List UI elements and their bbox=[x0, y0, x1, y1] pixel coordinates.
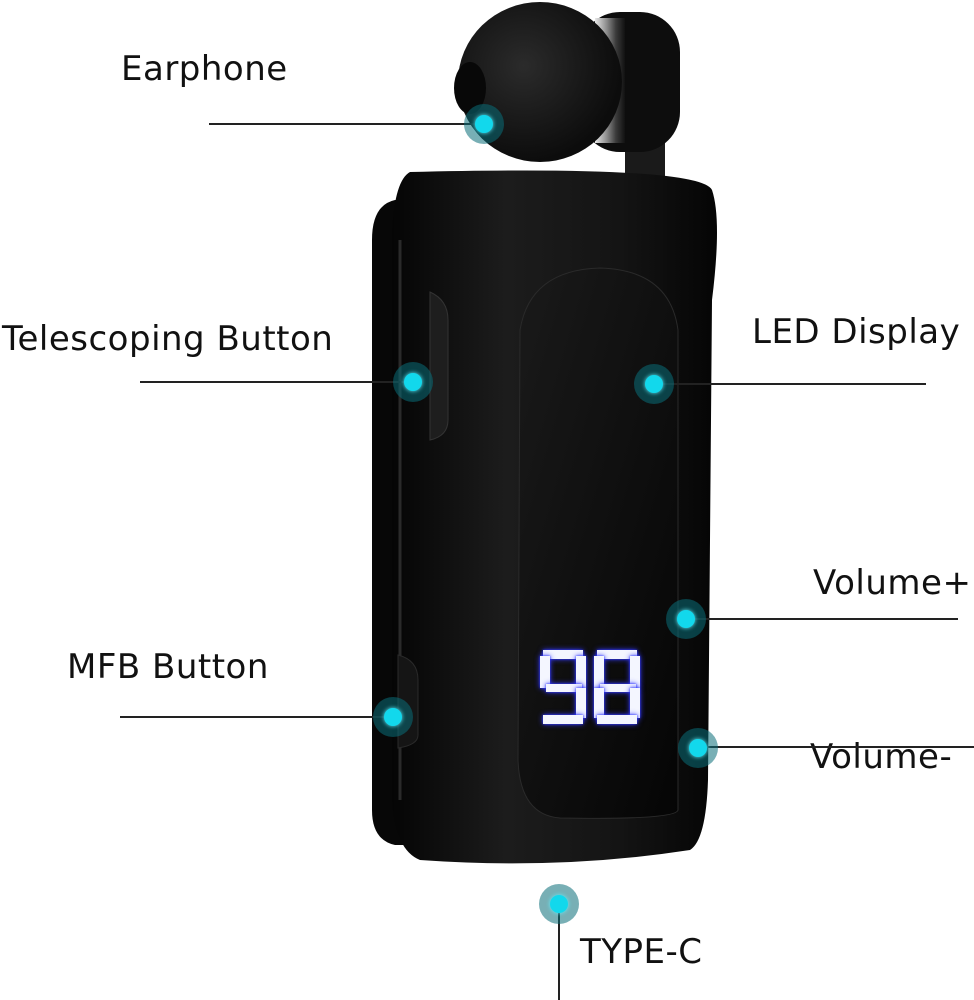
leader-line-telescoping-button bbox=[140, 381, 412, 383]
dot-marker-icon bbox=[475, 115, 493, 133]
hotspot-mfb-button[interactable] bbox=[373, 697, 413, 737]
leader-line-led-display bbox=[654, 383, 926, 385]
leader-line-volume-minus bbox=[698, 746, 974, 748]
dot-marker-icon bbox=[550, 895, 568, 913]
label-mfb-button: MFB Button bbox=[67, 647, 269, 687]
label-type-c: TYPE-C bbox=[580, 932, 703, 972]
dot-marker-icon bbox=[645, 375, 663, 393]
hotspot-volume-plus[interactable] bbox=[666, 599, 706, 639]
hotspot-earphone[interactable] bbox=[464, 104, 504, 144]
label-led-display: LED Display bbox=[752, 312, 961, 352]
label-telescoping-button: Telescoping Button bbox=[2, 319, 334, 359]
leader-line-volume-plus bbox=[686, 618, 958, 620]
hotspot-type-c[interactable] bbox=[539, 884, 579, 924]
dot-marker-icon bbox=[677, 610, 695, 628]
led-readout: 98 bbox=[540, 648, 640, 726]
dot-marker-icon bbox=[384, 708, 402, 726]
leader-line-earphone bbox=[209, 123, 484, 125]
label-earphone: Earphone bbox=[121, 49, 288, 89]
hotspot-led-display[interactable] bbox=[634, 364, 674, 404]
leader-line-mfb-button bbox=[120, 716, 393, 718]
hotspot-telescoping-button[interactable] bbox=[393, 362, 433, 402]
dot-marker-icon bbox=[689, 739, 707, 757]
dot-marker-icon bbox=[404, 373, 422, 391]
label-volume-minus: Volume- bbox=[810, 737, 953, 777]
label-volume-plus: Volume+ bbox=[813, 563, 972, 603]
leader-line-type-c bbox=[558, 904, 560, 1000]
hotspot-volume-minus[interactable] bbox=[678, 728, 718, 768]
